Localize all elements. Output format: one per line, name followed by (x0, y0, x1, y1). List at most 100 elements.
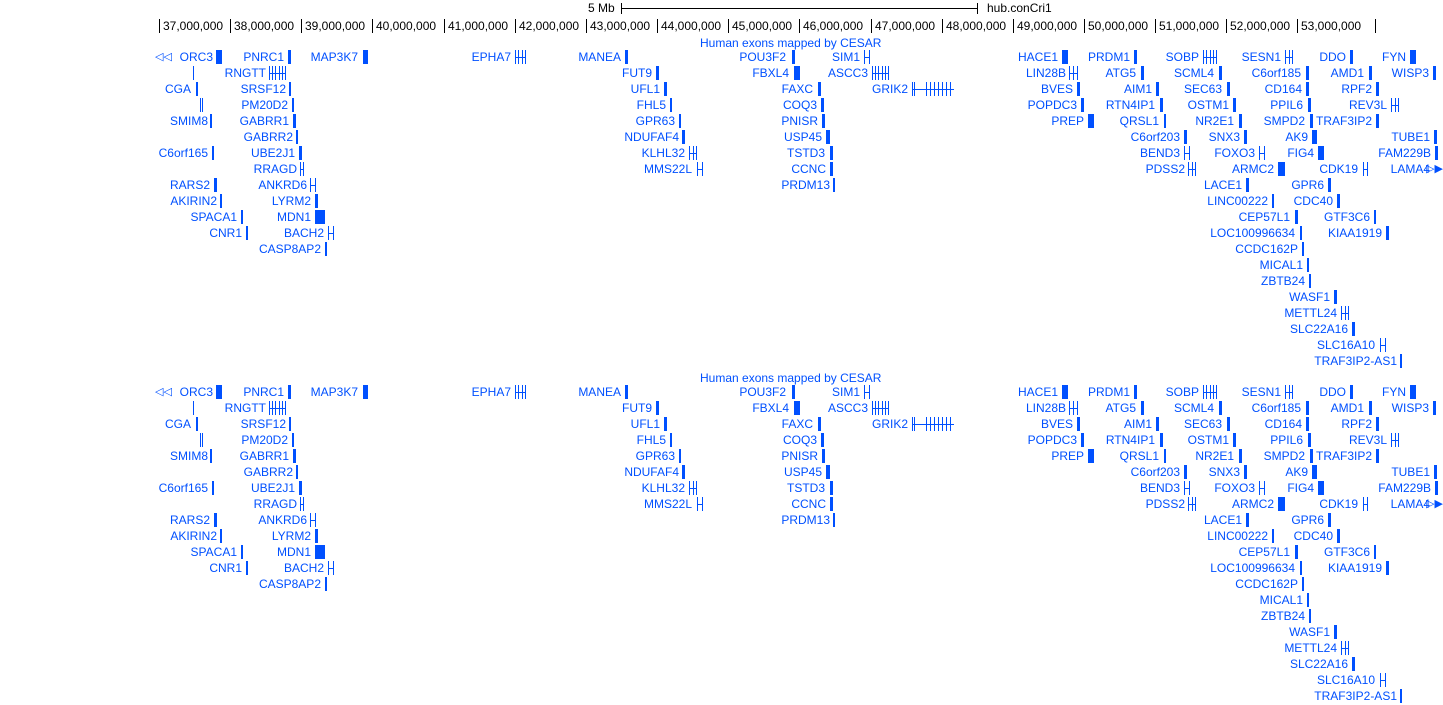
gene-model[interactable] (625, 385, 628, 399)
gene-label[interactable]: FOXO3 (1214, 481, 1255, 495)
gene-model[interactable] (196, 417, 198, 431)
gene-model[interactable] (1435, 481, 1438, 495)
gene-label[interactable]: QRSL1 (1119, 449, 1159, 463)
gene-model[interactable] (1077, 82, 1080, 96)
gene-label[interactable]: POPDC3 (1027, 98, 1077, 112)
gene-model[interactable] (289, 82, 291, 96)
gene-label[interactable]: TSTD3 (786, 481, 825, 495)
gene-label[interactable]: LIN28B (1025, 401, 1066, 415)
gene-model[interactable] (1410, 385, 1416, 399)
gene-model[interactable] (289, 417, 291, 431)
gene-label[interactable]: FAM229B (1378, 481, 1431, 495)
gene-label[interactable]: TRAF3IP2 (1315, 449, 1372, 463)
gene-model[interactable] (1307, 593, 1309, 607)
gene-label[interactable]: GPR6 (1291, 513, 1324, 527)
gene-label[interactable]: UBE2J1 (250, 481, 295, 495)
gene-model[interactable] (1363, 162, 1368, 176)
gene-label[interactable]: BVES (1040, 82, 1073, 96)
gene-model[interactable] (1309, 274, 1311, 288)
gene-label[interactable]: GABRR2 (243, 130, 293, 144)
gene-model[interactable] (670, 98, 672, 112)
gene-model[interactable] (794, 66, 800, 80)
gene-label[interactable]: LINC00222 (1207, 194, 1268, 208)
gene-model[interactable] (1312, 465, 1317, 479)
gene-label[interactable]: WASF1 (1289, 290, 1330, 304)
gene-model[interactable] (288, 50, 291, 64)
gene-label[interactable]: C6orf203 (1130, 465, 1180, 479)
gene-label[interactable]: AKIRIN2 (170, 529, 217, 543)
gene-label[interactable]: FOXO3 (1214, 146, 1255, 160)
gene-model[interactable] (1363, 497, 1368, 511)
gene-label[interactable]: RNGTT (224, 66, 266, 80)
gene-label[interactable]: LOC100996634 (1210, 561, 1295, 575)
gene-label[interactable]: USP45 (783, 465, 822, 479)
gene-label[interactable]: CNR1 (209, 561, 242, 575)
gene-label[interactable]: SCML4 (1173, 66, 1214, 80)
gene-label[interactable]: CDC40 (1293, 194, 1333, 208)
gene-model[interactable] (325, 577, 327, 591)
gene-label[interactable]: BACH2 (283, 561, 324, 575)
gene-model[interactable] (1318, 481, 1324, 495)
gene-label[interactable]: FBXL4 (752, 401, 789, 415)
gene-model[interactable] (1376, 114, 1379, 128)
gene-model[interactable] (299, 481, 302, 495)
gene-label[interactable]: AIM1 (1123, 82, 1152, 96)
gene-label[interactable]: CEP57L1 (1238, 210, 1290, 224)
gene-label[interactable]: GTF3C6 (1323, 545, 1370, 559)
gene-model[interactable] (515, 50, 526, 64)
gene-model[interactable] (300, 497, 304, 511)
gene-model[interactable] (830, 162, 833, 176)
gene-model[interactable] (210, 114, 212, 128)
gene-label[interactable]: SLC16A10 (1316, 338, 1375, 352)
gene-label[interactable]: SLC22A16 (1289, 657, 1348, 671)
gene-label[interactable]: DDO (1319, 385, 1346, 399)
gene-label[interactable]: COQ3 (782, 98, 817, 112)
gene-label[interactable]: TRAF3IP2-AS1 (1314, 689, 1397, 703)
gene-label[interactable]: HACE1 (1017, 385, 1058, 399)
gene-label[interactable]: HACE1 (1017, 50, 1058, 64)
gene-label[interactable]: PNRC1 (243, 385, 284, 399)
gene-model[interactable] (625, 50, 628, 64)
gene-model[interactable] (292, 98, 294, 112)
gene-model[interactable] (697, 497, 703, 511)
gene-label[interactable]: FIG4 (1287, 481, 1314, 495)
gene-model[interactable] (670, 433, 672, 447)
gene-model[interactable] (212, 146, 214, 160)
gene-label[interactable]: GRIK2 (871, 82, 908, 96)
gene-label[interactable]: POU3F2 (739, 50, 786, 64)
gene-model[interactable] (1302, 577, 1304, 591)
gene-model[interactable] (1188, 162, 1196, 176)
gene-model[interactable]: ▷▶ (1426, 162, 1443, 176)
gene-label[interactable]: ZBTB24 (1260, 274, 1305, 288)
gene-label[interactable]: SNX3 (1208, 130, 1240, 144)
gene-label[interactable]: PPIL6 (1270, 98, 1303, 112)
gene-model[interactable] (1312, 130, 1317, 144)
gene-model[interactable] (1246, 513, 1249, 527)
gene-label[interactable]: AKIRIN2 (170, 194, 217, 208)
gene-label[interactable]: PDSS2 (1145, 497, 1185, 511)
gene-model[interactable] (1272, 529, 1274, 543)
gene-label[interactable]: UBE2J1 (250, 146, 295, 160)
gene-model[interactable] (792, 385, 795, 399)
gene-model[interactable] (1134, 50, 1137, 64)
gene-label[interactable]: PRDM1 (1087, 385, 1130, 399)
gene-model[interactable] (1350, 50, 1353, 64)
gene-model[interactable] (872, 401, 889, 415)
gene-model[interactable] (328, 561, 334, 575)
gene-model[interactable] (1069, 401, 1078, 415)
gene-label[interactable]: UFL1 (630, 417, 660, 431)
gene-model[interactable] (300, 162, 304, 176)
gene-label[interactable]: KLHL32 (641, 481, 685, 495)
gene-model[interactable] (1328, 513, 1331, 527)
gene-model[interactable] (1295, 545, 1298, 559)
gene-label[interactable]: AK9 (1285, 130, 1308, 144)
gene-label[interactable]: NDUFAF4 (624, 465, 679, 479)
gene-label[interactable]: MICAL1 (1259, 593, 1303, 607)
gene-label[interactable]: FAXC (781, 82, 813, 96)
gene-label[interactable]: LYRM2 (271, 194, 311, 208)
gene-model[interactable] (1141, 401, 1144, 415)
gene-model[interactable] (1184, 465, 1187, 479)
gene-model[interactable] (296, 130, 298, 144)
gene-label[interactable]: KIAA1919 (1327, 226, 1382, 240)
